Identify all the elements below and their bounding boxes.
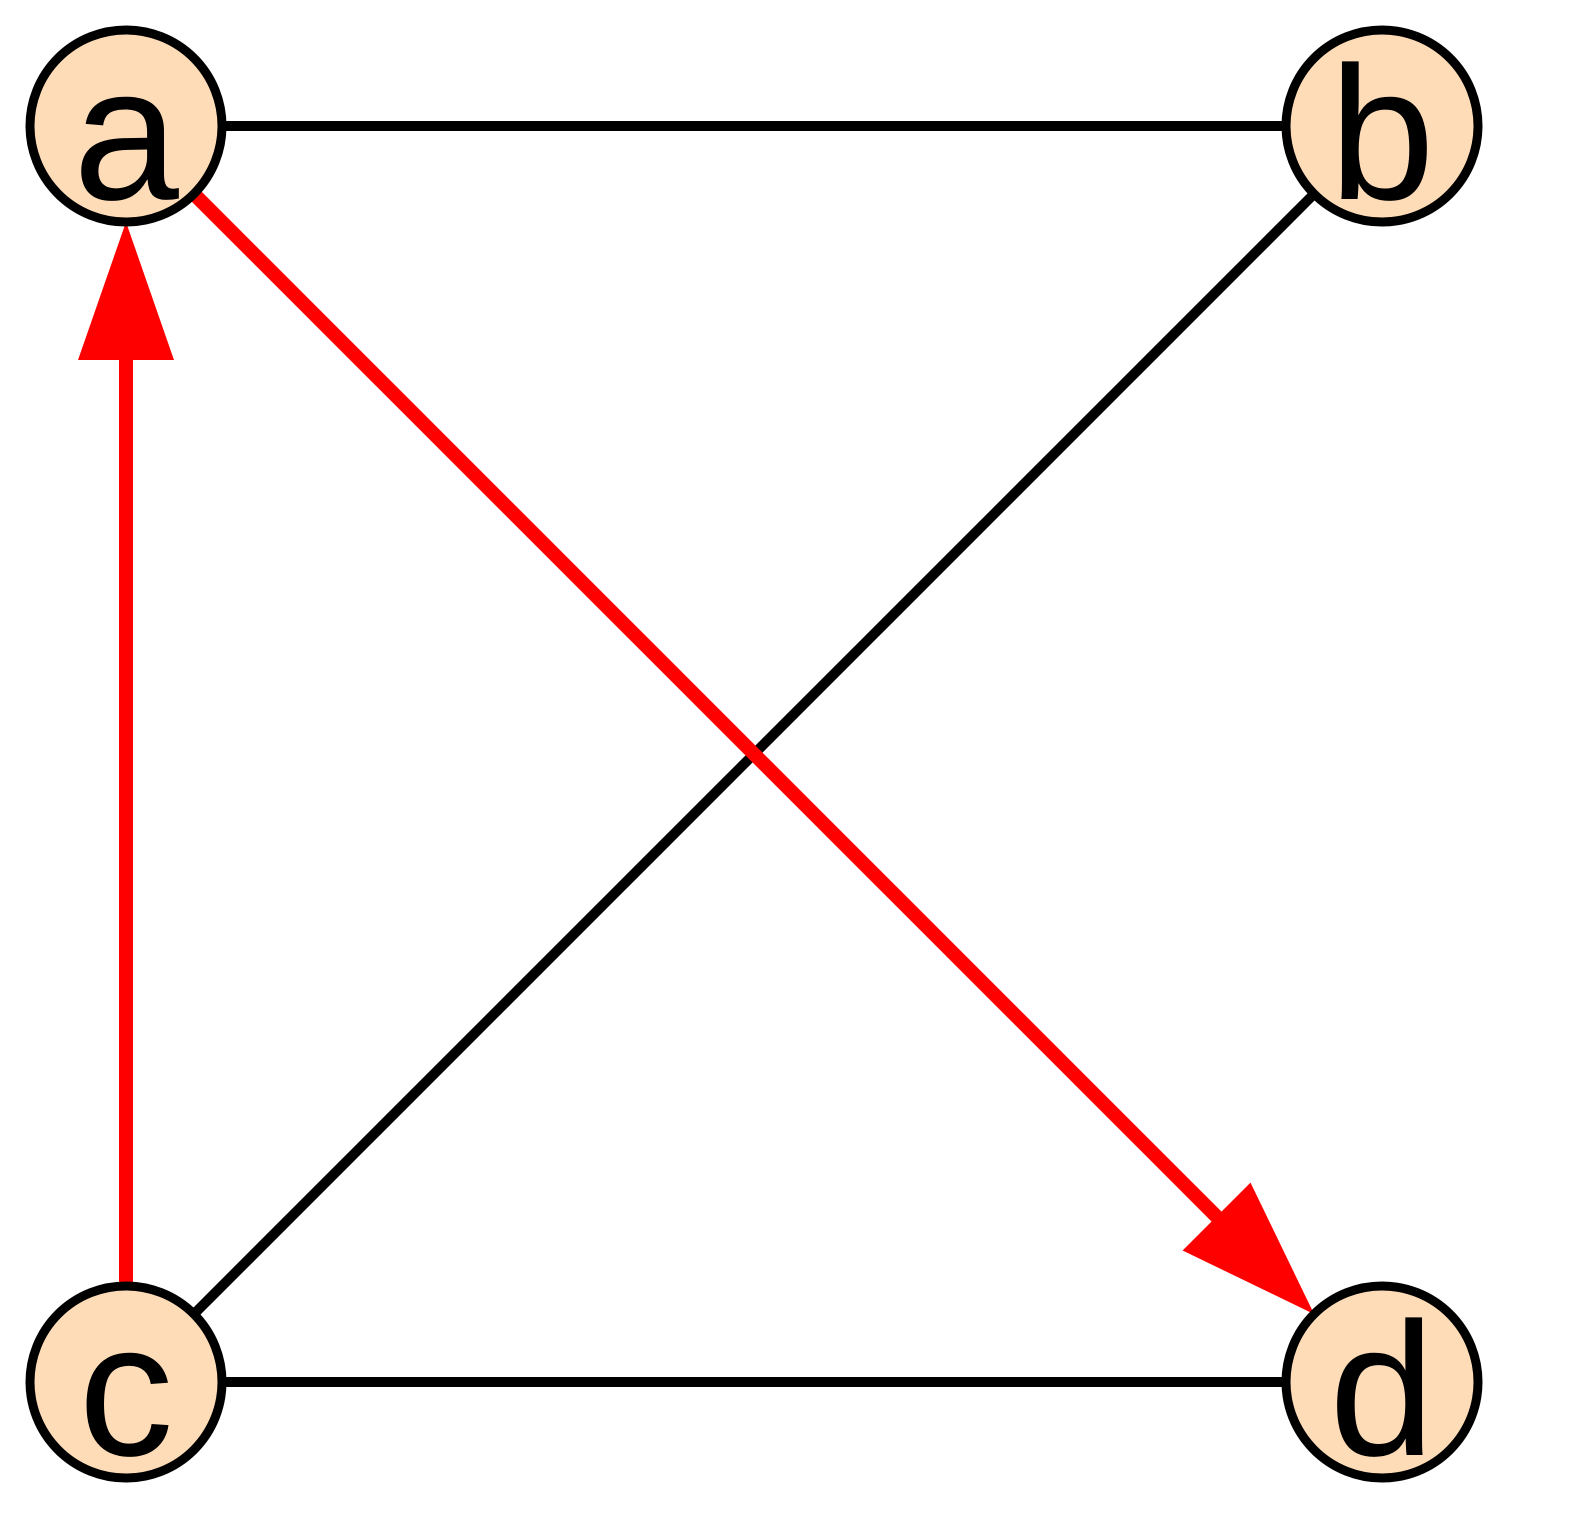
- arrowhead-a-d: [1182, 1182, 1315, 1315]
- node-b-label: b: [1329, 28, 1435, 240]
- arrowhead-c-a: [78, 222, 174, 360]
- edge-a-d: [188, 188, 1225, 1225]
- node-b-circle: [1281, 25, 1483, 227]
- node-c-circle: [25, 1281, 227, 1483]
- node-d-label: d: [1329, 1284, 1435, 1496]
- nodes-layer: a b c d: [25, 25, 1483, 1496]
- node-a-label: a: [73, 28, 179, 240]
- node-d-circle: [1281, 1281, 1483, 1483]
- node-d: d: [1281, 1281, 1483, 1496]
- edges-layer: [78, 121, 1318, 1387]
- node-a-circle: [25, 25, 227, 227]
- node-b: b: [1281, 25, 1483, 240]
- node-c-label: c: [79, 1284, 174, 1496]
- node-a: a: [25, 25, 227, 240]
- node-c: c: [25, 1281, 227, 1496]
